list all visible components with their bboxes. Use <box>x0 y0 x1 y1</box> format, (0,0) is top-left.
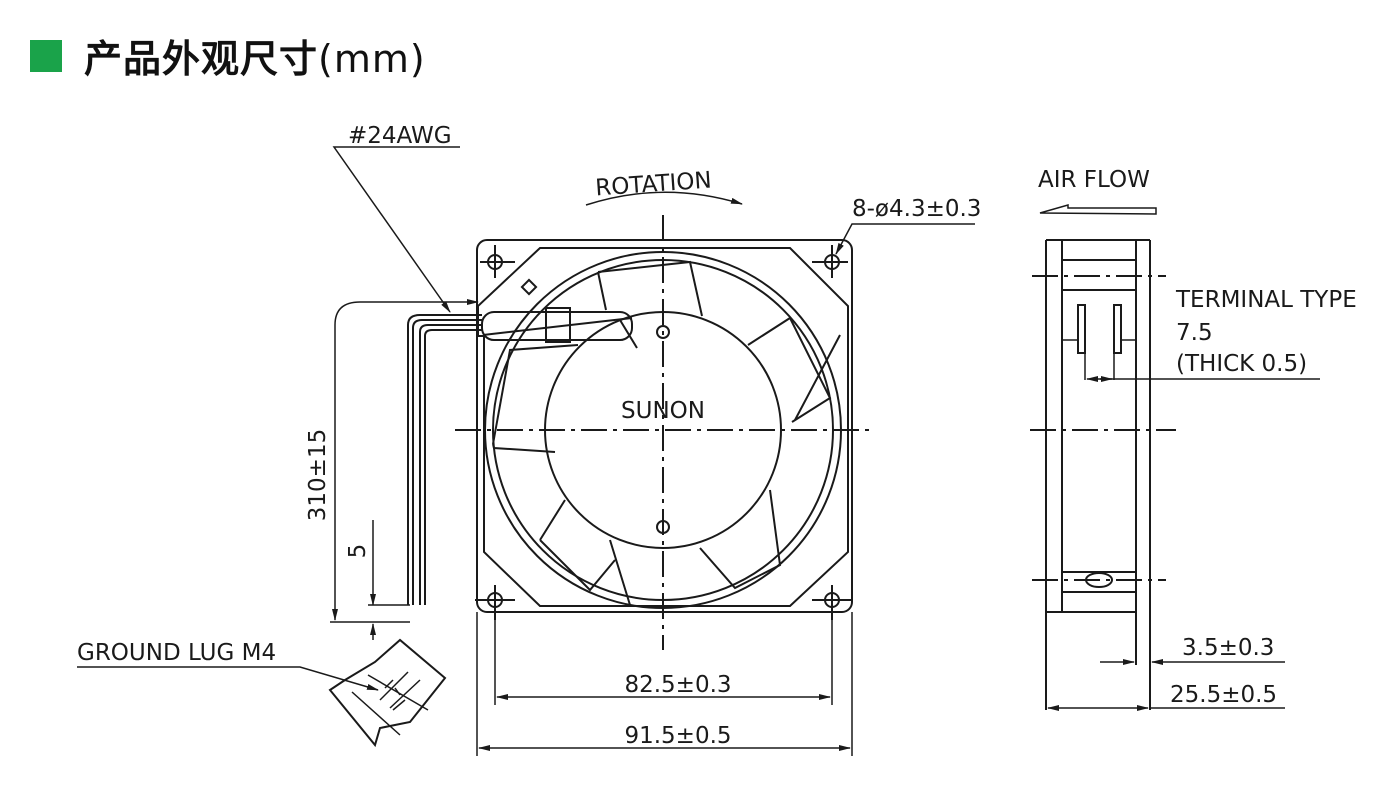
title-text: 产品外观尺寸 <box>84 37 319 81</box>
lead-wires <box>407 314 482 605</box>
fan-blades <box>492 260 841 606</box>
wire-gauge-label: #24AWG <box>348 123 452 149</box>
hole-pitch-label: 82.5±0.3 <box>624 672 731 698</box>
section-title: 产品外观尺寸(mm) <box>30 28 426 83</box>
strip-length-label: 5 <box>345 544 371 559</box>
frame-outline <box>476 239 853 613</box>
title-unit: (mm) <box>318 37 426 81</box>
green-square-icon <box>30 39 62 72</box>
ground-lug <box>328 638 447 748</box>
terminal-size-label: 7.5 <box>1176 320 1213 346</box>
terminal-left <box>1077 304 1086 354</box>
lead-length-dimline <box>332 301 475 621</box>
terminal-right <box>1113 304 1122 354</box>
side-view: AIR FLOW TERMINAL TYPE 7.5 (THICK 0.5) 3… <box>1030 167 1357 711</box>
ground-lug-leader <box>77 666 379 691</box>
flange-thickness-label: 3.5±0.3 <box>1182 635 1274 661</box>
terminal-thickness-label: (THICK 0.5) <box>1176 351 1307 377</box>
depth-label: 25.5±0.5 <box>1170 682 1277 708</box>
rotation-label: ROTATION <box>595 167 713 201</box>
frame-width-label: 91.5±0.5 <box>624 723 731 749</box>
wire-exit <box>481 278 638 349</box>
rotation-arrow <box>585 191 743 206</box>
side-outline <box>1045 239 1151 710</box>
hole-leader <box>835 223 975 255</box>
ground-lug-label: GROUND LUG M4 <box>77 640 276 666</box>
lead-length-label: 310±15 <box>305 429 331 521</box>
diamond-mark <box>520 278 538 296</box>
front-view: SUNON ROTATION 8-ø4.3±0.3 #24AWG 310±15 … <box>77 123 981 756</box>
terminal-type-label: TERMINAL TYPE <box>1175 287 1357 313</box>
wire-leader <box>332 146 460 313</box>
airflow-label: AIR FLOW <box>1038 167 1150 193</box>
screw-hole-top <box>656 325 670 339</box>
airflow-arrow <box>1039 204 1157 215</box>
hole-dimension: 8-ø4.3±0.3 <box>852 196 981 222</box>
